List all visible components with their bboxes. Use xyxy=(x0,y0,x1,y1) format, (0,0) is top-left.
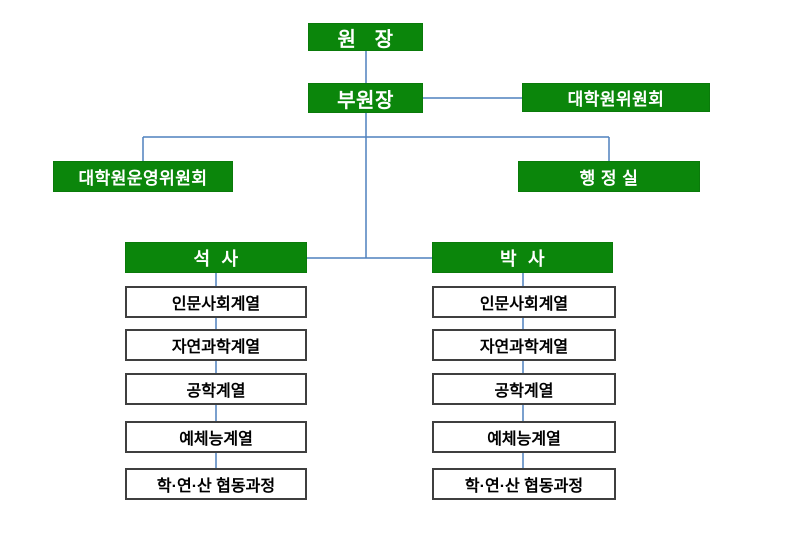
doctoral-dept-box: 학·연·산 협동과정 xyxy=(432,468,616,500)
doctoral-box: 박 사 xyxy=(432,242,613,273)
masters-dept-box: 학·연·산 협동과정 xyxy=(125,468,307,500)
admin-office-box: 행 정 실 xyxy=(518,161,700,192)
doctoral-dept-box: 자연과학계열 xyxy=(432,329,616,361)
doctoral-dept-box: 예체능계열 xyxy=(432,421,616,453)
graduate-committee-box: 대학원위원회 xyxy=(522,83,710,112)
director-box: 원 장 xyxy=(308,23,423,51)
vice-director-box: 부원장 xyxy=(308,83,423,113)
doctoral-dept-box: 공학계열 xyxy=(432,373,616,405)
masters-dept-box: 공학계열 xyxy=(125,373,307,405)
masters-dept-box: 인문사회계열 xyxy=(125,286,307,318)
doctoral-dept-box: 인문사회계열 xyxy=(432,286,616,318)
operating-committee-box: 대학원운영위원회 xyxy=(53,161,233,192)
masters-box: 석 사 xyxy=(125,242,307,273)
masters-dept-box: 자연과학계열 xyxy=(125,329,307,361)
masters-dept-box: 예체능계열 xyxy=(125,421,307,453)
